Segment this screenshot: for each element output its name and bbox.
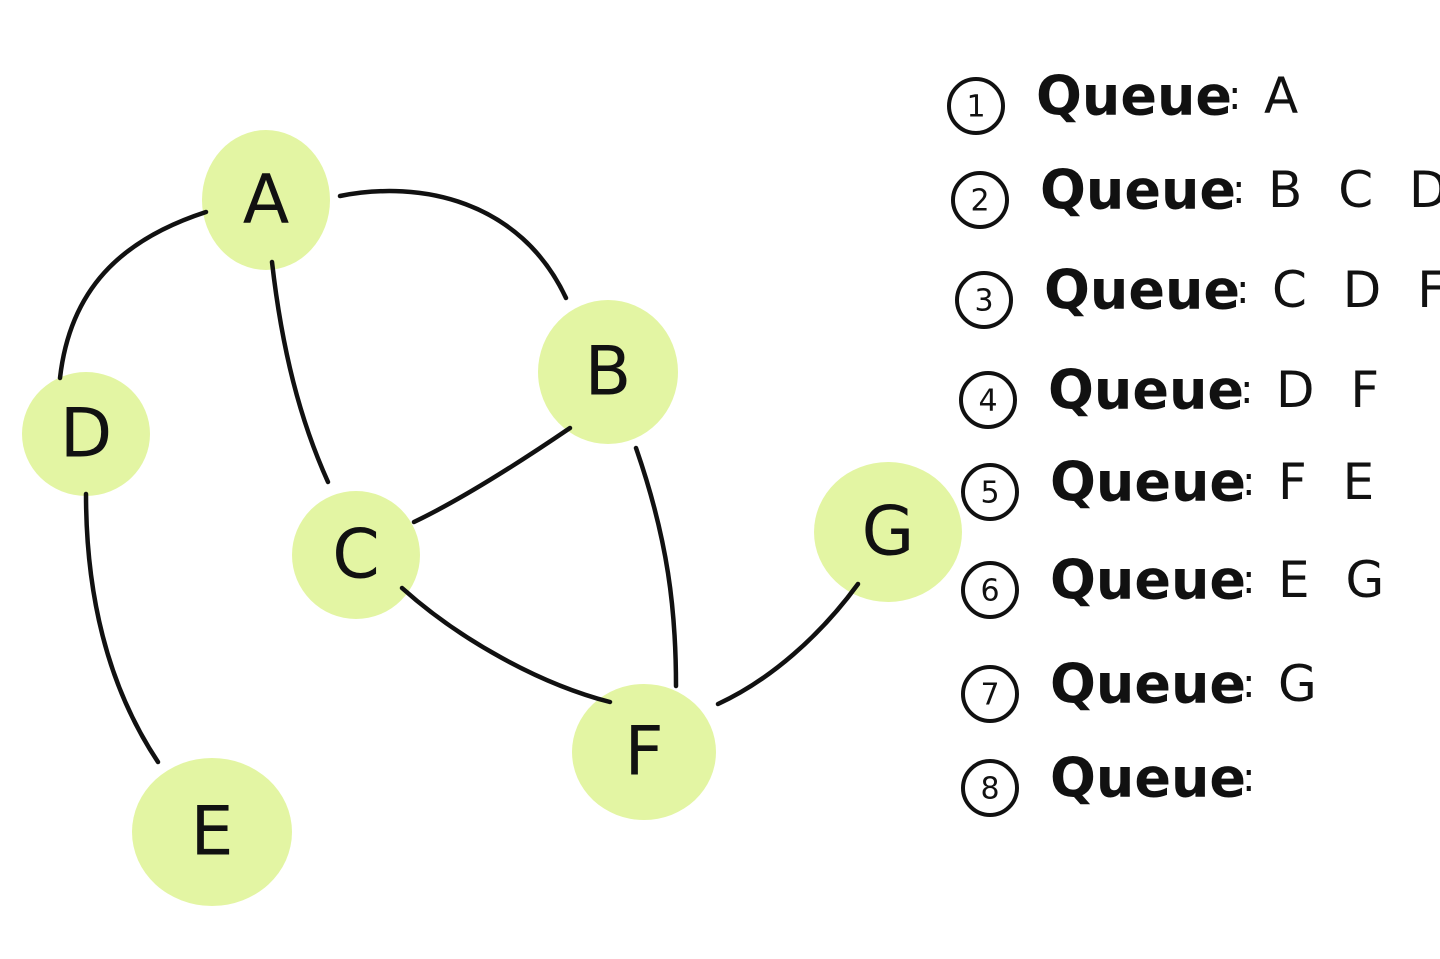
node-label-b: B <box>585 333 632 412</box>
edge-f-g <box>715 581 861 707</box>
queue-contents: C D F <box>1272 261 1440 319</box>
queue-word: Queue <box>1050 653 1246 716</box>
edge-a-b <box>337 188 569 301</box>
node-highlights <box>22 130 962 906</box>
queue-word: Queue <box>1050 451 1246 514</box>
queue-word: Queue <box>1050 747 1246 810</box>
queue-colon: : <box>1240 367 1253 413</box>
node-label-f: F <box>624 713 663 792</box>
queue-step-row: 7 Queue: G <box>961 653 1327 723</box>
queue-step-row: 6 Queue: E G <box>961 549 1394 619</box>
node-highlight-e <box>132 758 292 906</box>
node-label-g: G <box>862 493 915 572</box>
queue-word: Queue <box>1048 359 1244 422</box>
queue-contents: E G <box>1278 551 1394 609</box>
queue-word: Queue <box>1050 549 1246 612</box>
node-label-d: D <box>60 395 112 474</box>
edge-a-d <box>57 209 209 381</box>
step-number: 3 <box>974 284 993 319</box>
step-number-circle <box>961 463 1019 521</box>
node-label-a: A <box>243 161 290 240</box>
node-highlight-d <box>22 372 150 496</box>
step-number: 1 <box>966 90 985 125</box>
queue-colon: : <box>1242 755 1255 801</box>
node-highlight-b <box>538 300 678 444</box>
step-number-circle <box>951 171 1009 229</box>
queue-colon: : <box>1228 73 1241 119</box>
step-number: 7 <box>980 678 999 713</box>
node-label-e: E <box>191 793 234 872</box>
edge-d-e <box>83 491 161 765</box>
queue-contents: G <box>1278 655 1327 713</box>
step-number: 4 <box>978 384 997 419</box>
queue-step-row: 1 Queue: A <box>947 65 1308 135</box>
step-number: 2 <box>970 184 989 219</box>
node-highlight-c <box>292 491 420 619</box>
edge-c-f <box>399 585 613 705</box>
queue-word: Queue <box>1044 259 1240 322</box>
queue-colon: : <box>1232 167 1245 213</box>
queue-colon: : <box>1236 267 1249 313</box>
step-number: 5 <box>980 476 999 511</box>
node-label-c: C <box>332 516 379 595</box>
step-number-circle <box>961 561 1019 619</box>
edge-b-c <box>411 425 573 525</box>
queue-step-row: 4 Queue: D F <box>959 359 1389 429</box>
step-number-circle <box>961 665 1019 723</box>
queue-colon: : <box>1242 459 1255 505</box>
queue-contents: D F <box>1276 361 1389 419</box>
node-highlight-a <box>202 130 330 270</box>
step-number: 6 <box>980 574 999 609</box>
step-number: 8 <box>980 772 999 807</box>
graph-edges <box>57 188 861 765</box>
queue-word: Queue <box>1036 65 1232 128</box>
queue-contents: A <box>1264 67 1308 125</box>
queue-contents: B C D <box>1268 161 1440 219</box>
queue-step-row: 8 Queue: <box>961 747 1255 817</box>
node-highlight-g <box>814 462 962 602</box>
edge-b-f <box>633 445 679 689</box>
step-number-circle <box>955 271 1013 329</box>
queue-word: Queue <box>1040 159 1236 222</box>
queue-step-row: 2 Queue: B C D <box>951 159 1440 229</box>
queue-contents: F E <box>1278 453 1384 511</box>
step-number-circle <box>961 759 1019 817</box>
step-number-circle <box>959 371 1017 429</box>
queue-step-row: 5 Queue: F E <box>961 451 1384 521</box>
edge-a-c <box>269 259 331 485</box>
step-number-circle <box>947 77 1005 135</box>
queue-colon: : <box>1242 557 1255 603</box>
queue-colon: : <box>1242 661 1255 707</box>
queue-step-row: 3 Queue: C D F <box>955 259 1440 329</box>
node-highlight-f <box>572 684 716 820</box>
node-labels: A B C D E F G <box>60 161 915 872</box>
